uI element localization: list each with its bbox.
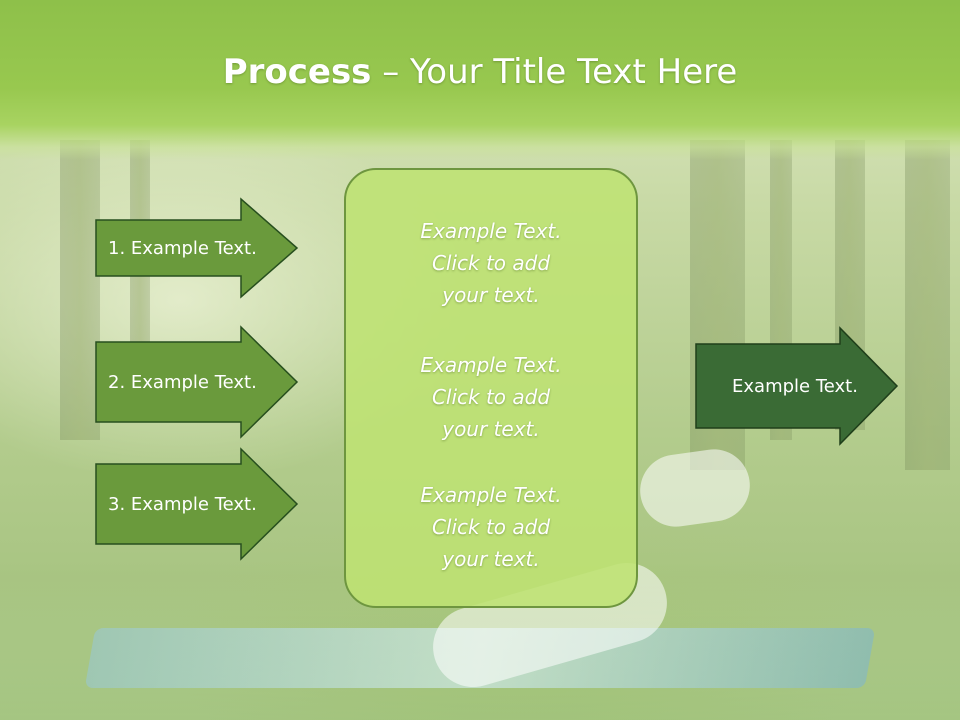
center-text-line: your text. [442, 417, 540, 441]
title-band [0, 0, 960, 160]
arrow-shape [95, 447, 299, 561]
arrow-shape [695, 326, 899, 446]
slide-title[interactable]: Process – Your Title Text Here [0, 52, 960, 92]
center-text-line: your text. [442, 283, 540, 307]
center-text-block-3: Example Text. Click to add your text. [346, 479, 636, 575]
arrow-step-1-label: 1. Example Text. [108, 237, 257, 259]
center-text-line: Example Text. [420, 483, 562, 507]
arrow-shape [95, 197, 299, 299]
title-bold: Process [222, 52, 372, 92]
arrow-result[interactable]: Example Text. [695, 326, 900, 446]
arrow-step-1[interactable]: 1. Example Text. [95, 197, 300, 299]
center-text-line: Example Text. [420, 219, 562, 243]
arrow-step-2-label: 2. Example Text. [108, 371, 257, 393]
center-text-line: Example Text. [420, 353, 562, 377]
center-text-block-2: Example Text. Click to add your text. [346, 349, 636, 445]
arrow-step-3[interactable]: 3. Example Text. [95, 447, 300, 561]
arrow-result-label: Example Text. [732, 375, 858, 397]
center-text-line: Click to add [431, 251, 551, 275]
center-text-box[interactable]: Example Text. Click to add your text. Ex… [344, 168, 638, 608]
arrow-step-2[interactable]: 2. Example Text. [95, 325, 300, 439]
center-text-block-1: Example Text. Click to add your text. [346, 215, 636, 311]
arrow-shape [95, 325, 299, 439]
title-rest: – Your Title Text Here [371, 52, 738, 92]
center-text-line: your text. [442, 547, 540, 571]
center-text-line: Click to add [431, 515, 551, 539]
center-text-line: Click to add [431, 385, 551, 409]
arrow-step-3-label: 3. Example Text. [108, 493, 257, 515]
